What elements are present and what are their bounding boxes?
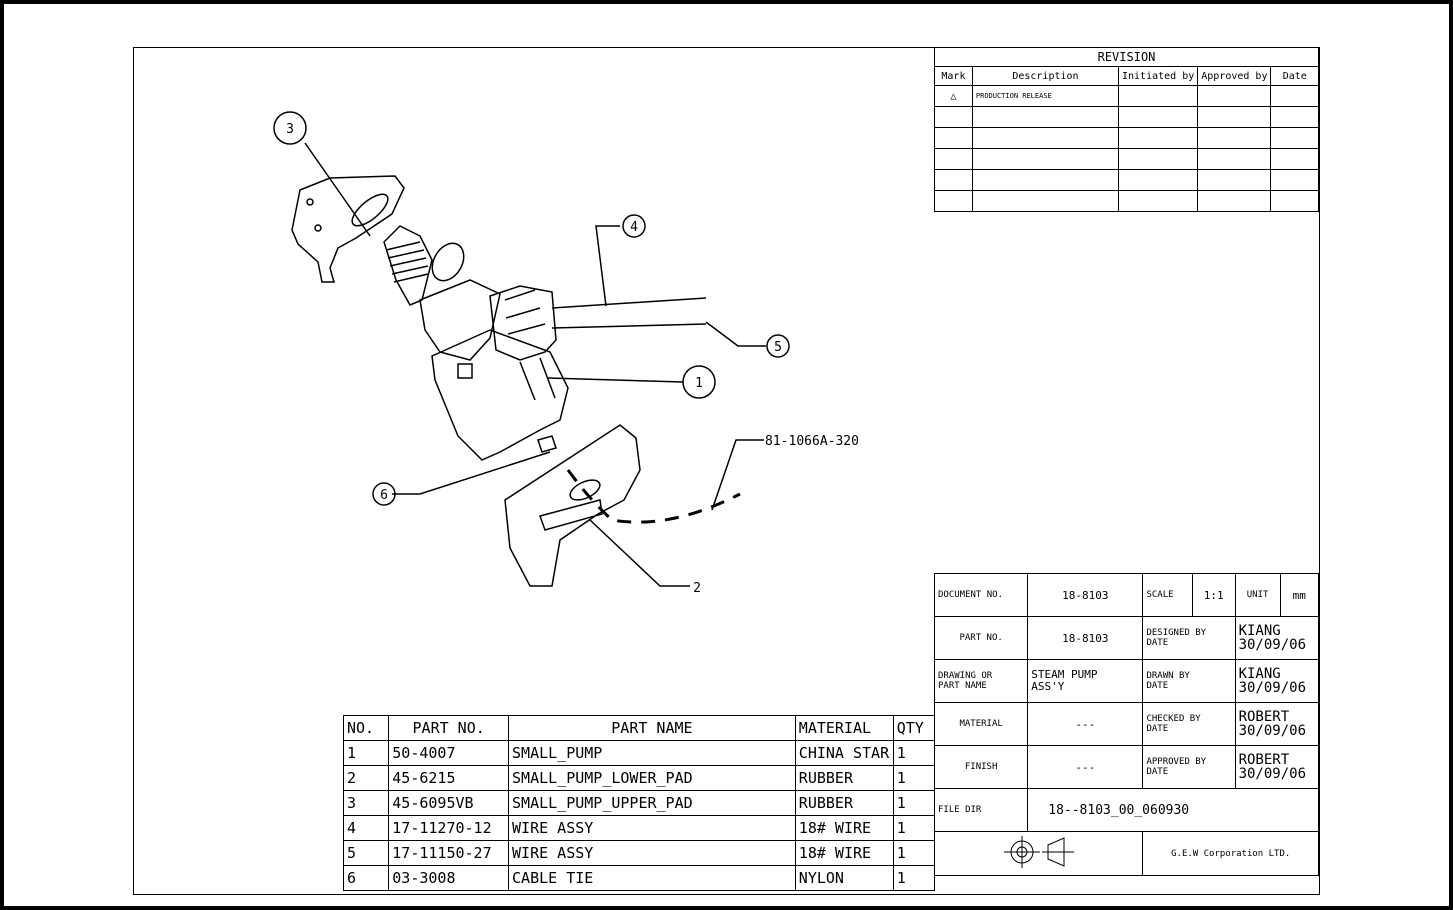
file-dir-value: 18--8103_00_060930 — [1027, 788, 1319, 832]
part-no-label: PART NO. — [933, 616, 1029, 660]
revision-row — [934, 190, 1319, 212]
approved-label: APPROVED BY DATE — [1142, 745, 1236, 789]
parts-col-material: MATERIAL — [794, 715, 894, 741]
rev-mark: △ — [934, 85, 973, 107]
callout-ref: 81-1066A-320 — [765, 434, 859, 449]
checked-label: CHECKED BY DATE — [1142, 702, 1236, 746]
unit-value: mm — [1279, 573, 1320, 617]
connector-part — [489, 285, 557, 361]
finish-label: FINISH — [933, 745, 1029, 789]
pump-main-part — [431, 329, 569, 461]
scale-value: 1:1 — [1191, 573, 1236, 617]
lower-pad-part — [504, 424, 641, 587]
file-dir-label: FILE DIR — [933, 788, 1029, 832]
wire-routing-dashed — [566, 469, 741, 524]
nozzle-part — [383, 225, 433, 306]
drawing-name-label: DRAWING OR PART NAME — [933, 659, 1029, 703]
revision-table: REVISION Mark Description Initiated by A… — [934, 47, 1319, 212]
rev-col-description: Description — [971, 66, 1120, 86]
revision-row — [934, 169, 1319, 191]
material-value: --- — [1027, 702, 1144, 746]
exploded-view-drawing: 3 4 5 1 6 2 81-1066A-320 — [273, 111, 859, 596]
callout-5: 5 — [774, 340, 782, 355]
parts-col-no: NO. — [342, 715, 390, 741]
designed-label: DESIGNED BY DATE — [1142, 616, 1236, 660]
revision-row — [934, 106, 1319, 128]
cable-tie-part — [537, 435, 557, 453]
revision-row — [934, 127, 1319, 149]
company-name: G.E.W Corporation LTD. — [1142, 831, 1319, 876]
callout-2: 2 — [693, 581, 701, 596]
unit-label: UNIT — [1234, 573, 1281, 617]
pump-body-part — [419, 279, 501, 361]
designed-value: KIANG 30/09/06 — [1234, 616, 1320, 660]
upper-pad-part — [291, 175, 405, 283]
rev-date — [1270, 85, 1319, 107]
material-label: MATERIAL — [933, 702, 1029, 746]
parts-col-name: PART NAME — [508, 715, 796, 741]
drawn-label: DRAWN BY DATE — [1142, 659, 1236, 703]
rev-col-initiated: Initiated by — [1117, 66, 1199, 86]
rev-description: PRODUCTION RELEASE — [971, 85, 1120, 107]
drawn-value: KIANG 30/09/06 — [1234, 659, 1320, 703]
callout-1: 1 — [695, 376, 703, 391]
scale-label: SCALE — [1142, 573, 1193, 617]
approved-value: ROBERT 30/09/06 — [1234, 745, 1320, 789]
rev-approved — [1197, 85, 1272, 107]
parts-col-part-no: PART NO. — [388, 715, 510, 741]
checked-value: ROBERT 30/09/06 — [1234, 702, 1320, 746]
rev-col-mark: Mark — [934, 66, 973, 86]
rev-col-date: Date — [1270, 66, 1319, 86]
revision-row: △ PRODUCTION RELEASE — [934, 85, 1319, 107]
doc-no-value: 18-8103 — [1027, 573, 1144, 617]
drawing-frame — [133, 47, 1320, 895]
rev-initiated — [1117, 85, 1199, 107]
revision-row — [934, 148, 1319, 170]
parts-col-qty: QTY — [892, 715, 936, 741]
callout-4: 4 — [630, 220, 638, 235]
doc-no-label: DOCUMENT NO. — [933, 573, 1029, 617]
drawing-name-value: STEAM PUMP ASS'Y — [1027, 659, 1144, 703]
revision-title: REVISION — [934, 47, 1319, 67]
projection-symbol — [933, 831, 1144, 876]
title-block: DOCUMENT NO. 18-8103 SCALE 1:1 UNIT mm P… — [933, 573, 1320, 876]
part-no-value: 18-8103 — [1027, 616, 1144, 660]
third-angle-projection-icon — [1003, 836, 1074, 868]
rev-col-approved: Approved by — [1197, 66, 1272, 86]
parts-header-row: NO. PART NO. PART NAME MATERIAL QTY — [342, 715, 936, 741]
finish-value: --- — [1027, 745, 1144, 789]
callout-6: 6 — [380, 488, 388, 503]
callout-3: 3 — [286, 122, 294, 137]
